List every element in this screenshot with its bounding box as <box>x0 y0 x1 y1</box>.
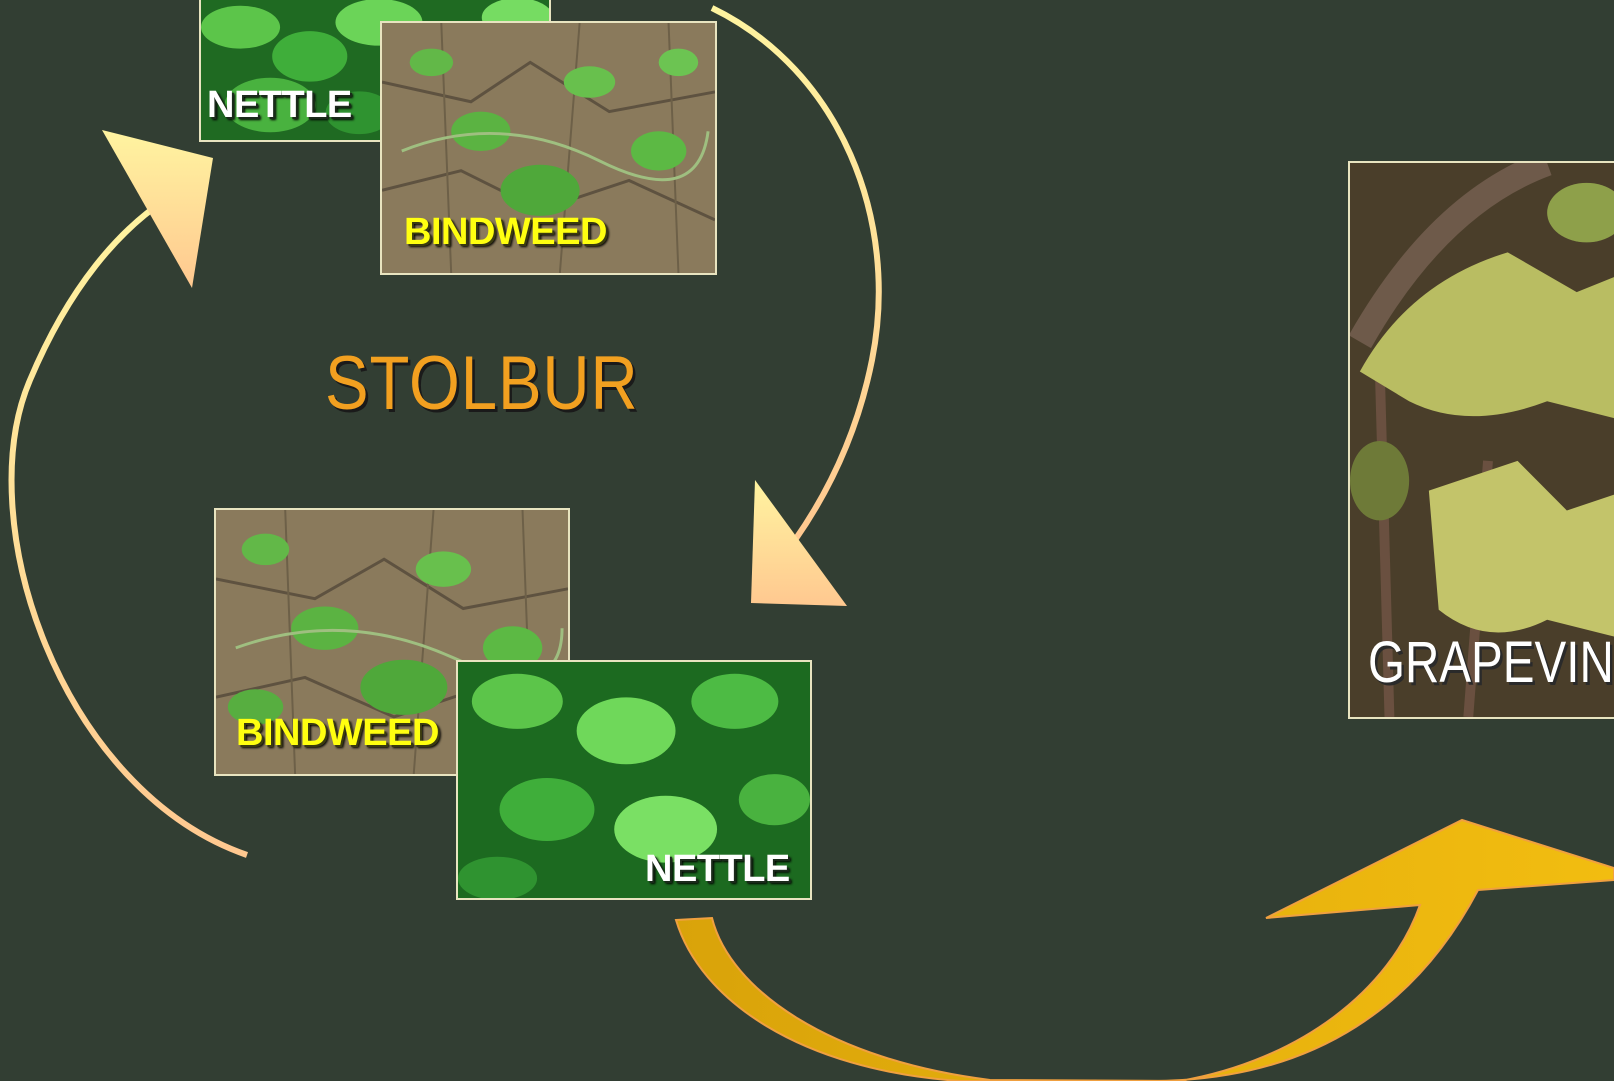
bindweed-label: BINDWEED <box>236 712 439 755</box>
nettle-photo-bottom: NETTLE <box>456 660 812 900</box>
diagram-title: STOLBUR <box>325 340 639 427</box>
grapevine-label: GRAPEVINE <box>1368 629 1614 696</box>
transmission-arrow <box>676 820 1614 1081</box>
nettle-label: NETTLE <box>207 84 352 127</box>
nettle-label: NETTLE <box>645 848 790 891</box>
grapevine-photo: GRAPEVINE <box>1348 161 1614 719</box>
left-cycle-arrow-shaft <box>12 200 247 855</box>
bindweed-label: BINDWEED <box>404 211 607 254</box>
right-cycle-arrow-head <box>751 480 847 606</box>
bindweed-photo-top: BINDWEED <box>380 21 717 275</box>
right-cycle-arrow-shaft <box>712 8 879 540</box>
left-cycle-arrow-head <box>102 130 213 288</box>
